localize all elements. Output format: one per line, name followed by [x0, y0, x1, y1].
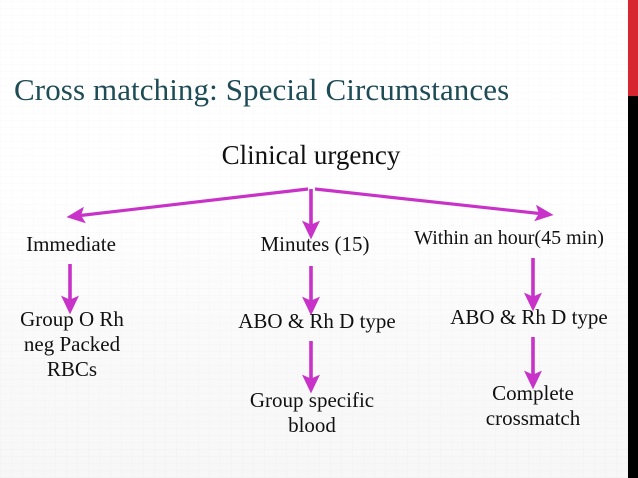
node-complete-crossmatch: Complete crossmatch	[485, 381, 581, 430]
node-urgency-immediate: Immediate	[26, 232, 116, 256]
node-urgency-within-hour: Within an hour(45 min)	[414, 227, 604, 249]
node-urgency-minutes: Minutes (15)	[260, 232, 370, 256]
node-group-specific-blood: Group specific blood	[249, 388, 375, 437]
node-abo-rh-d-type-minutes: ABO & Rh D type	[238, 309, 396, 333]
node-clinical-urgency: Clinical urgency	[221, 140, 401, 170]
node-abo-rh-d-type-within-hour: ABO & Rh D type	[450, 305, 608, 329]
slide-title: Cross matching: Special Circumstances	[14, 72, 510, 107]
accent-bar-red	[628, 0, 638, 96]
connector-root-to-immediate	[66, 187, 309, 224]
connector-root-to-within-hour	[314, 187, 554, 222]
node-group-o-rh-neg-packed-rbcs: Group O Rh neg Packed RBCs	[20, 307, 124, 381]
accent-bar-black	[628, 96, 638, 478]
